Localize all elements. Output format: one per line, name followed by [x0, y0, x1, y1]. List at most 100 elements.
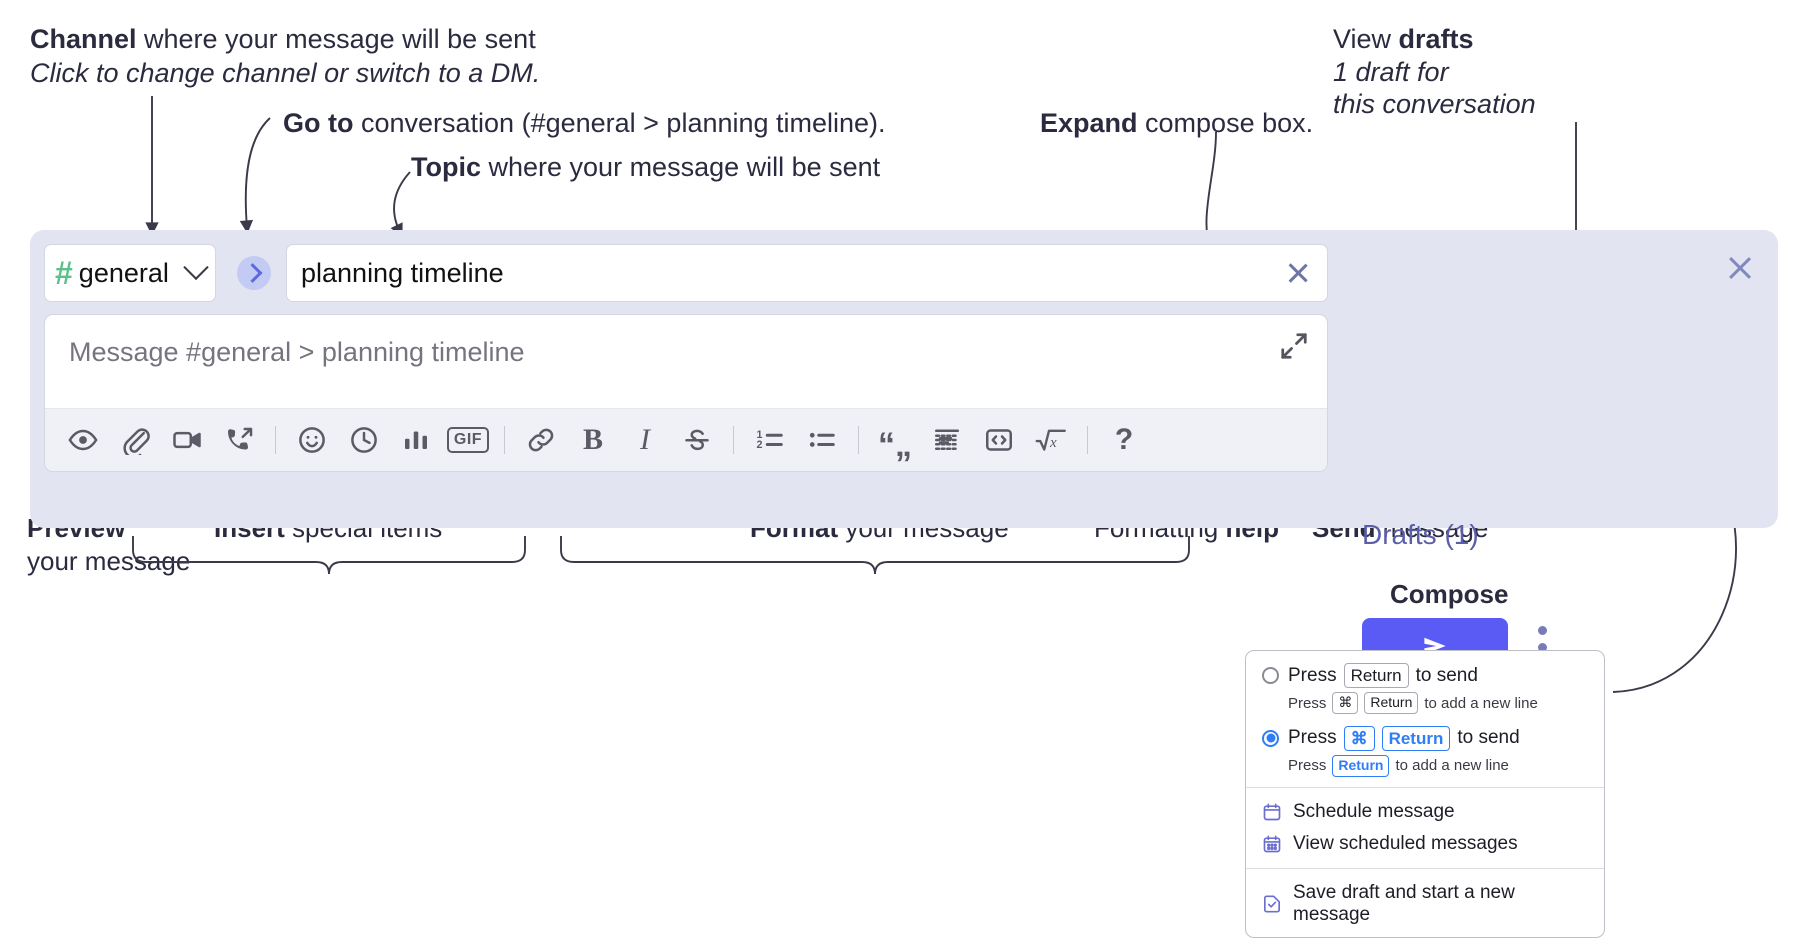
- annotation-channel-rest: where your message will be sent: [136, 24, 536, 54]
- radio-return-to-send[interactable]: [1262, 667, 1279, 685]
- compose-panel: # general planning timeline Message #gen…: [30, 230, 1778, 674]
- separator-5: [1087, 426, 1088, 454]
- option1-post: to send: [1415, 664, 1478, 686]
- code-icon[interactable]: [973, 418, 1025, 462]
- separator-1: [275, 426, 276, 454]
- topic-value: planning timeline: [301, 257, 504, 288]
- separator-3: [733, 426, 734, 454]
- annotation-drafts-bold: drafts: [1398, 24, 1474, 54]
- panel-close-button[interactable]: [1724, 252, 1756, 284]
- message-input-placeholder[interactable]: Message #general > planning timeline: [69, 337, 525, 367]
- emoji-icon[interactable]: [286, 418, 338, 462]
- strikethrough-icon[interactable]: [671, 418, 723, 462]
- menu-divider-2: [1246, 867, 1604, 869]
- italic-label: I: [640, 423, 650, 456]
- option1-sub-post: to add a new line: [1424, 694, 1538, 712]
- audio-call-icon[interactable]: [213, 418, 265, 462]
- separator-4: [858, 426, 859, 454]
- code-block-icon[interactable]: [921, 418, 973, 462]
- hash-icon: #: [55, 255, 73, 291]
- option2-sub-post: to add a new line: [1395, 757, 1509, 775]
- annotation-preview-line2: your message: [27, 545, 190, 578]
- gif-icon[interactable]: GIF: [442, 418, 494, 462]
- svg-text:2: 2: [757, 439, 763, 451]
- option2-pre: Press: [1288, 727, 1337, 749]
- chevron-right-icon: [242, 263, 263, 283]
- save-draft-icon: [1262, 894, 1282, 914]
- blockquote-icon[interactable]: “„: [869, 418, 921, 462]
- option2-post: to send: [1457, 727, 1520, 749]
- compose-inner: # general planning timeline Message #gen…: [44, 244, 1328, 472]
- italic-icon[interactable]: I: [619, 418, 671, 462]
- bold-label: B: [582, 423, 603, 456]
- ordered-list-icon[interactable]: 1 2: [744, 418, 796, 462]
- math-icon[interactable]: x: [1025, 418, 1077, 462]
- option1-sub: Press ⌘ Return to add a new line: [1246, 690, 1604, 716]
- annotation-channel-sub: Click to change channel or switch to a D…: [30, 56, 540, 91]
- gif-label: GIF: [446, 427, 490, 453]
- compose-options-menu: Press Return to send Press ⌘ Return to a…: [1245, 650, 1605, 938]
- formatting-toolbar: GIF B I: [45, 408, 1327, 471]
- radio-cmd-return-to-send[interactable]: [1262, 729, 1279, 747]
- topic-input[interactable]: planning timeline: [286, 244, 1328, 302]
- option2-sub-key-return: Return: [1332, 755, 1390, 777]
- svg-text:x: x: [1049, 435, 1057, 451]
- calendar-view-icon: [1262, 834, 1282, 854]
- annotation-expand-rest: compose box.: [1137, 108, 1314, 138]
- help-icon[interactable]: ?: [1098, 418, 1150, 462]
- annotation-goto-bold: Go to: [283, 108, 354, 138]
- goto-conversation-button[interactable]: [237, 256, 271, 290]
- svg-text:1: 1: [757, 429, 763, 441]
- drafts-link[interactable]: Drafts (1): [1362, 519, 1479, 550]
- message-box[interactable]: Message #general > planning timeline: [44, 314, 1328, 472]
- option-press-cmd-return-to-send[interactable]: Press ⌘ Return to send: [1246, 724, 1604, 753]
- menu-item-save-draft[interactable]: Save draft and start a new message: [1246, 877, 1604, 931]
- clock-icon[interactable]: [338, 418, 390, 462]
- expand-icon[interactable]: [1279, 331, 1309, 361]
- menu-divider-1: [1246, 786, 1604, 788]
- topic-clear-icon[interactable]: [1283, 258, 1313, 288]
- annotation-compose-options-bold1: Compose: [1390, 579, 1509, 609]
- channel-topic-row: # general planning timeline: [44, 244, 1328, 302]
- option1-main: Press Return to send: [1288, 663, 1478, 689]
- chevron-down-icon: [183, 254, 209, 281]
- option1-key-return: Return: [1343, 663, 1409, 689]
- annotation-drafts-pre: View: [1333, 24, 1399, 54]
- annotation-drafts: View drafts: [1333, 22, 1474, 57]
- help-label: ?: [1114, 423, 1134, 456]
- annotation-expand: Expand compose box.: [1040, 106, 1313, 141]
- channel-name-label: general: [78, 257, 169, 288]
- annotation-channel-italic: Click to change channel or switch to a D…: [30, 58, 541, 88]
- separator-2: [504, 426, 505, 454]
- preview-icon[interactable]: [57, 418, 109, 462]
- calendar-schedule-icon: [1262, 802, 1282, 822]
- option-press-return-to-send[interactable]: Press Return to send: [1246, 661, 1604, 690]
- kebab-dot-2: [1537, 642, 1547, 652]
- option1-sub-key-return: Return: [1364, 692, 1419, 714]
- annotation-channel-bold: Channel: [30, 24, 137, 54]
- video-icon[interactable]: [161, 418, 213, 462]
- annotation-topic: Topic where your message will be sent: [411, 150, 880, 185]
- blockquote-label: “„: [878, 425, 912, 464]
- option2-sub-pre: Press: [1288, 757, 1327, 775]
- link-icon[interactable]: [515, 418, 567, 462]
- menu-item-schedule-message[interactable]: Schedule message: [1246, 796, 1604, 828]
- menu-item-save-draft-label: Save draft and start a new message: [1293, 881, 1515, 925]
- annotation-drafts-line3: this conversation: [1333, 87, 1536, 122]
- annotation-drafts-italic1: 1 draft for: [1333, 57, 1449, 87]
- option2-main: Press ⌘ Return to send: [1288, 725, 1520, 751]
- annotation-topic-rest: where your message will be sent: [481, 152, 881, 182]
- option2-key-return: Return: [1381, 725, 1451, 751]
- option1-pre: Press: [1288, 664, 1337, 686]
- bulleted-list-icon[interactable]: [796, 418, 848, 462]
- annotation-compose-options-1: Compose: [1390, 578, 1508, 611]
- poll-icon[interactable]: [390, 418, 442, 462]
- annotation-expand-bold: Expand: [1040, 108, 1138, 138]
- menu-item-view-scheduled[interactable]: View scheduled messages: [1246, 828, 1604, 860]
- attachment-icon[interactable]: [109, 418, 161, 462]
- bold-icon[interactable]: B: [567, 418, 619, 462]
- annotation-goto-rest: conversation (#general > planning timeli…: [353, 108, 886, 138]
- annotation-drafts-line2: 1 draft for: [1333, 55, 1449, 90]
- channel-selector[interactable]: # general: [44, 244, 216, 302]
- annotation-channel: Channel where your message will be sent: [30, 22, 536, 57]
